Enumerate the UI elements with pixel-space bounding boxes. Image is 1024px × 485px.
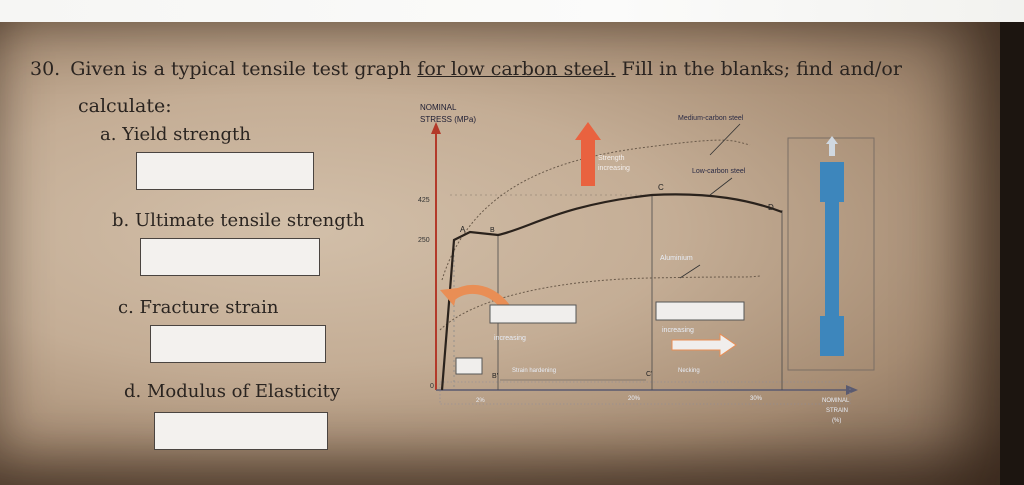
item-a-label: a. Yield strength (100, 124, 251, 145)
item-a-text: Yield strength (122, 124, 251, 145)
strength-arrow-icon (575, 122, 601, 186)
fracture-strain-answer-box[interactable] (150, 325, 326, 363)
question-text-line2: calculate: (78, 95, 172, 117)
point-B-label: B (490, 227, 495, 234)
item-a-letter: a. (100, 124, 117, 145)
low-carbon-label: Low-carbon steel (692, 168, 746, 175)
medium-carbon-label: Medium-carbon steel (678, 115, 744, 122)
strain-scale-band (439, 381, 851, 405)
y-axis-title-2: STRESS (MPa) (420, 115, 476, 124)
point-B-prime-label: B' (492, 373, 498, 380)
item-c-label: c. Fracture strain (118, 297, 278, 318)
origin-label: 0 (430, 383, 434, 390)
tick-20pct: 20% (628, 396, 641, 402)
item-b-label: b. Ultimate tensile strength (112, 210, 365, 231)
necking-label: Necking (678, 368, 700, 374)
point-A-label: A (460, 225, 466, 234)
aluminium-label: Aluminium (660, 255, 693, 262)
x-axis-title-2: STRAIN (826, 408, 848, 414)
increasing-label-left: increasing (494, 335, 526, 342)
ultimate-tensile-strength-answer-box[interactable] (140, 238, 320, 276)
strength-label-2: increasing (598, 165, 630, 172)
tick-30pct: 30% (750, 396, 763, 402)
curved-arrow-icon (440, 288, 458, 306)
top-margin (0, 0, 1024, 22)
question-text-end: Fill in the blanks; find and/or (615, 58, 902, 80)
point-D-label: D (768, 203, 774, 212)
aluminium-pointer (679, 264, 701, 279)
tensile-test-graph: NOMINAL STRESS (MPa) 425 250 Medium-carb… (410, 100, 890, 440)
medium-carbon-pointer (709, 123, 741, 156)
specimen-bottom-grip (820, 316, 844, 356)
strain-hardening-label: Strain hardening (512, 368, 556, 374)
increasing-arrow-icon (671, 333, 737, 357)
graph-blank-box-1[interactable] (489, 304, 577, 324)
medium-carbon-curve (441, 139, 751, 281)
y-axis-arrow-icon (431, 122, 441, 134)
tick-425: 425 (418, 197, 430, 204)
question-text-underlined: for low carbon steel. (417, 58, 616, 80)
x-axis-arrow-icon (846, 385, 858, 395)
item-d-letter: d. (124, 381, 142, 402)
specimen-top-grip (820, 162, 844, 202)
point-C-label: C (658, 183, 664, 192)
item-d-text: Modulus of Elasticity (146, 381, 340, 402)
x-axis-title-3: (%) (832, 418, 841, 424)
specimen-gauge-section (825, 200, 839, 318)
item-c-text: Fracture strain (139, 297, 279, 318)
graph-blank-box-3[interactable] (455, 357, 483, 375)
item-b-text: Ultimate tensile strength (134, 210, 365, 231)
question-title: 30. Given is a typical tensile test graph… (30, 58, 910, 80)
question-text-start: Given is a typical tensile test graph (70, 58, 418, 80)
yield-strength-answer-box[interactable] (136, 152, 314, 190)
x-axis-title-1: NOMINAL (822, 398, 850, 404)
strength-label-1: Strength (598, 155, 625, 162)
graph-blank-box-2[interactable] (655, 301, 745, 321)
low-carbon-curve (440, 193, 783, 391)
question-number: 30. (30, 58, 61, 80)
item-c-letter: c. (118, 297, 134, 318)
tick-2pct: 2% (476, 398, 485, 404)
tick-250: 250 (418, 237, 430, 244)
modulus-of-elasticity-answer-box[interactable] (154, 412, 328, 450)
y-axis-title-1: NOMINAL (420, 103, 457, 112)
increasing-label-right: increasing (662, 327, 694, 334)
item-d-label: d. Modulus of Elasticity (124, 381, 340, 402)
point-C-prime-label: C' (646, 371, 652, 378)
graph-svg: NOMINAL STRESS (MPa) 425 250 Medium-carb… (418, 103, 875, 424)
low-carbon-pointer (709, 177, 733, 196)
pull-up-arrow-icon (826, 136, 838, 156)
item-b-letter: b. (112, 210, 130, 231)
